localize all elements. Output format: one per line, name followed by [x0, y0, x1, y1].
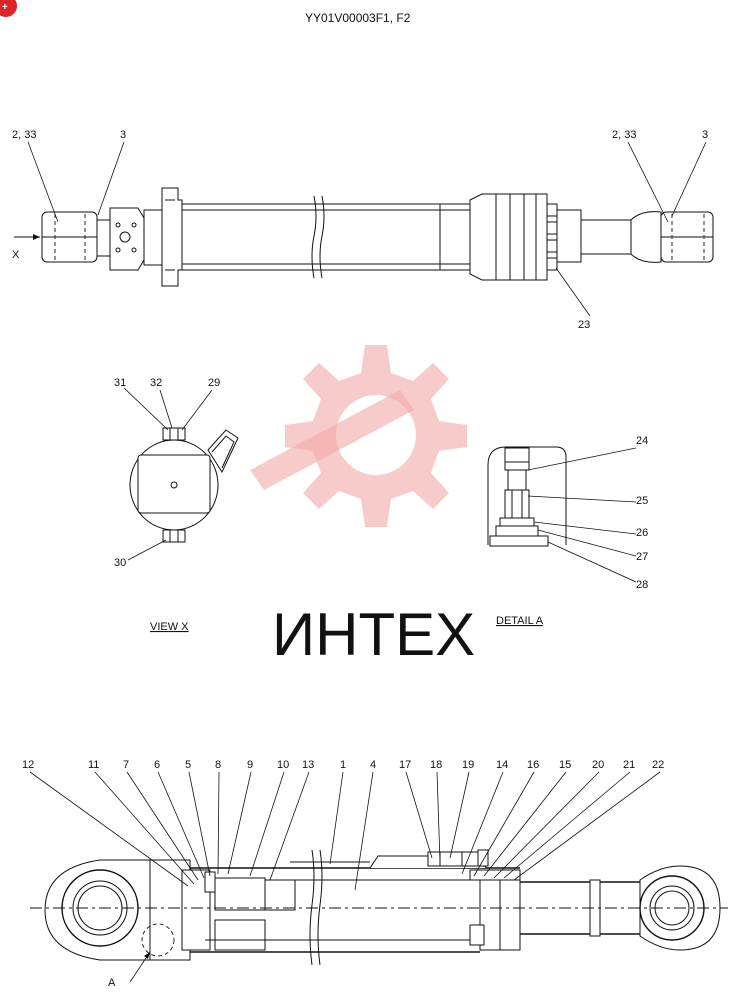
corner-badge: +: [0, 0, 17, 17]
callout-13: 13: [302, 759, 314, 771]
section-a-marker: A: [108, 977, 116, 989]
callout-18: 18: [430, 759, 442, 771]
watermark-gear-logo: [250, 345, 467, 527]
view-x-end-view: [129, 427, 239, 543]
cylinder-elevation-view: [14, 187, 714, 287]
callout-12: 12: [22, 759, 34, 771]
callout-11: 11: [88, 759, 99, 771]
callout-19: 19: [462, 759, 474, 771]
callout-23: 23: [578, 319, 590, 331]
callout-2-33-left: 2, 33: [12, 129, 36, 141]
callout-1: 1: [340, 759, 346, 771]
callout-4: 4: [370, 759, 376, 771]
cylinder-section-view: [30, 849, 728, 983]
callout-6: 6: [154, 759, 160, 771]
top-view-callouts: [27, 141, 707, 317]
detail-a-caption: DETAIL A: [496, 615, 544, 627]
page-title: YY01V00003F1, F2: [305, 11, 411, 25]
view-arrow-x: X: [12, 249, 20, 261]
callout-15: 15: [559, 759, 571, 771]
callout-9: 9: [247, 759, 253, 771]
detail-a-view: [487, 446, 567, 547]
callout-3-left: 3: [120, 129, 126, 141]
callout-32: 32: [150, 377, 162, 389]
callout-22: 22: [652, 759, 664, 771]
callout-20: 20: [592, 759, 604, 771]
callout-2-33-right: 2, 33: [612, 129, 636, 141]
callout-8: 8: [215, 759, 221, 771]
section-view-callouts: [29, 771, 661, 891]
callout-17: 17: [399, 759, 411, 771]
callout-21: 21: [623, 759, 635, 771]
callout-5: 5: [185, 759, 191, 771]
callout-3-right: 3: [702, 129, 708, 141]
badge-symbol: +: [2, 2, 8, 13]
view-x-callouts: [123, 387, 213, 561]
callout-25: 25: [636, 495, 648, 507]
watermark-text: ИНТЕХ: [272, 601, 475, 668]
view-x-caption: VIEW X: [150, 621, 189, 633]
callout-24: 24: [636, 435, 648, 447]
detail-a-callouts: [527, 447, 637, 583]
callout-26: 26: [636, 527, 648, 539]
callout-27: 27: [636, 551, 648, 563]
callout-14: 14: [496, 759, 508, 771]
callout-30: 30: [114, 557, 126, 569]
callout-29: 29: [208, 377, 220, 389]
callout-31: 31: [114, 377, 126, 389]
callout-28: 28: [636, 579, 648, 591]
callout-10: 10: [277, 759, 289, 771]
callout-7: 7: [123, 759, 129, 771]
callout-16: 16: [527, 759, 539, 771]
